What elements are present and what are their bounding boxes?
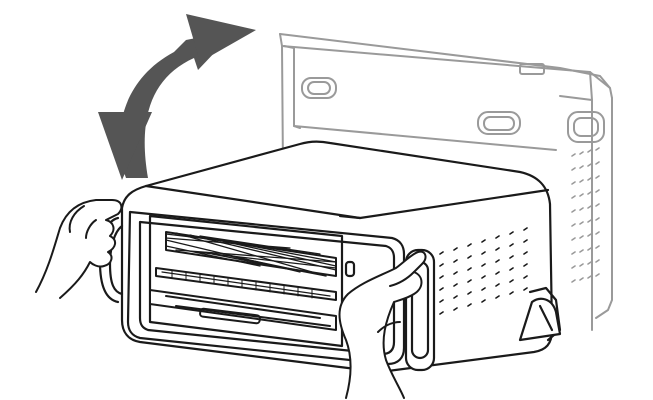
side-vents [571, 147, 600, 283]
crumb-tray [149, 289, 337, 331]
body-vents [439, 227, 528, 315]
curved-double-arrow-icon [98, 14, 256, 180]
right-hand-icon [338, 250, 427, 399]
upright-appliance-outline [279, 33, 613, 331]
sheet-pan [155, 267, 337, 301]
left-hand-icon [35, 199, 123, 299]
wire-rack [165, 231, 337, 277]
